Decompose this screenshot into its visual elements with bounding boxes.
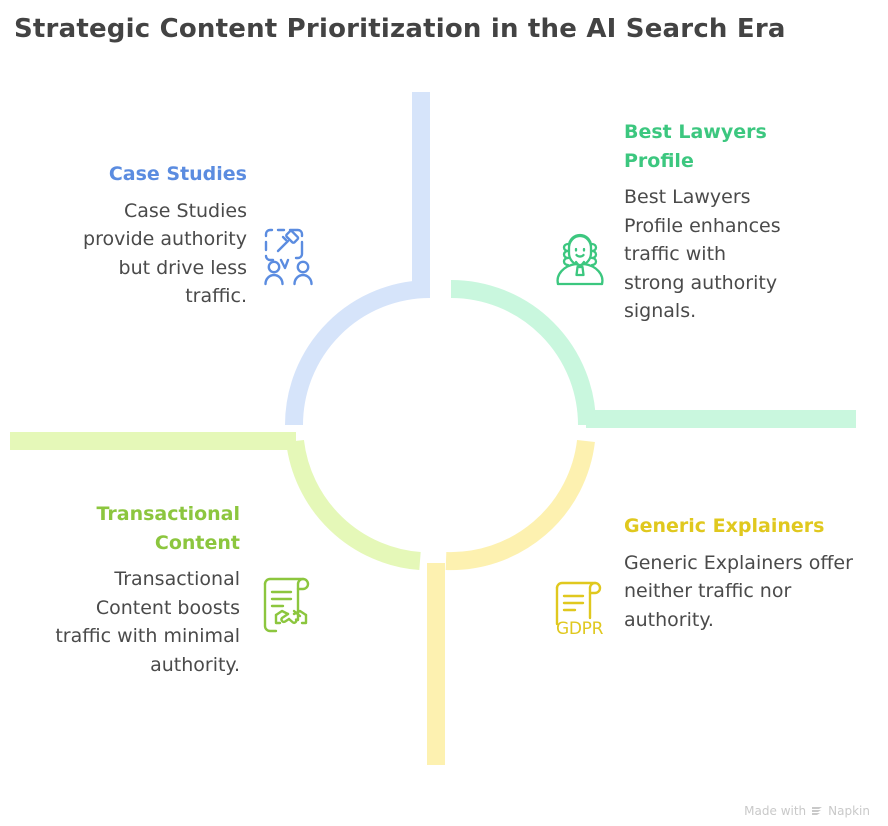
arc-best-lawyers: [450, 280, 856, 428]
arc-path-generic-explainers: [445, 439, 595, 571]
watermark: Made with Napkin: [744, 804, 870, 818]
quadrant-heading-case-studies: Case Studies: [108, 163, 247, 185]
quadrant-body-generic-explainers: Generic Explainers offer neither traffic…: [624, 551, 853, 631]
tail-case-studies: [412, 92, 430, 290]
arc-transactional: [10, 432, 421, 570]
tail-generic-explainers: [427, 563, 445, 765]
page-title: Strategic Content Prioritization in the …: [14, 14, 786, 44]
tail-transactional: [10, 432, 296, 450]
contract-handshake-icon: [263, 577, 310, 633]
quadrant-best-lawyers-profile: Best Lawyers Profile Best Lawyers Profil…: [624, 118, 792, 326]
arc-path-transactional: [286, 439, 421, 570]
gdpr-document-icon: GDPR: [555, 581, 604, 639]
quadrant-transactional-content: Transactional Content Transactional Cont…: [50, 500, 240, 679]
quadrant-body-case-studies: Case Studies provide authority but drive…: [83, 199, 247, 308]
quadrant-heading-generic-explainers: Generic Explainers: [624, 515, 825, 537]
arc-path-case-studies: [285, 280, 431, 426]
napkin-logo-icon: [812, 807, 823, 815]
quadrant-case-studies: Case Studies Case Studies provide author…: [62, 160, 247, 311]
quadrant-body-best-lawyers-profile: Best Lawyers Profile enhances traffic wi…: [624, 186, 781, 322]
watermark-made-with-label: Made with: [744, 804, 807, 818]
arc-generic-explainers: [427, 439, 595, 765]
quadrant-generic-explainers: Generic Explainers Generic Explainers of…: [624, 512, 854, 634]
quadrant-heading-best-lawyers-profile: Best Lawyers Profile: [624, 121, 767, 172]
quadrant-heading-transactional-content: Transactional Content: [96, 503, 241, 554]
arc-path-best-lawyers: [450, 280, 596, 426]
lawyer-judge-wig-icon: [556, 233, 604, 286]
arc-case-studies: [285, 92, 431, 426]
tail-best-lawyers: [586, 410, 856, 428]
watermark-brand-label: Napkin: [828, 804, 870, 818]
quadrant-body-transactional-content: Transactional Content boosts traffic wit…: [55, 568, 240, 676]
gavel-speech-bubble-people-icon: [264, 228, 313, 286]
gdpr-icon-label: GDPR: [556, 619, 604, 639]
